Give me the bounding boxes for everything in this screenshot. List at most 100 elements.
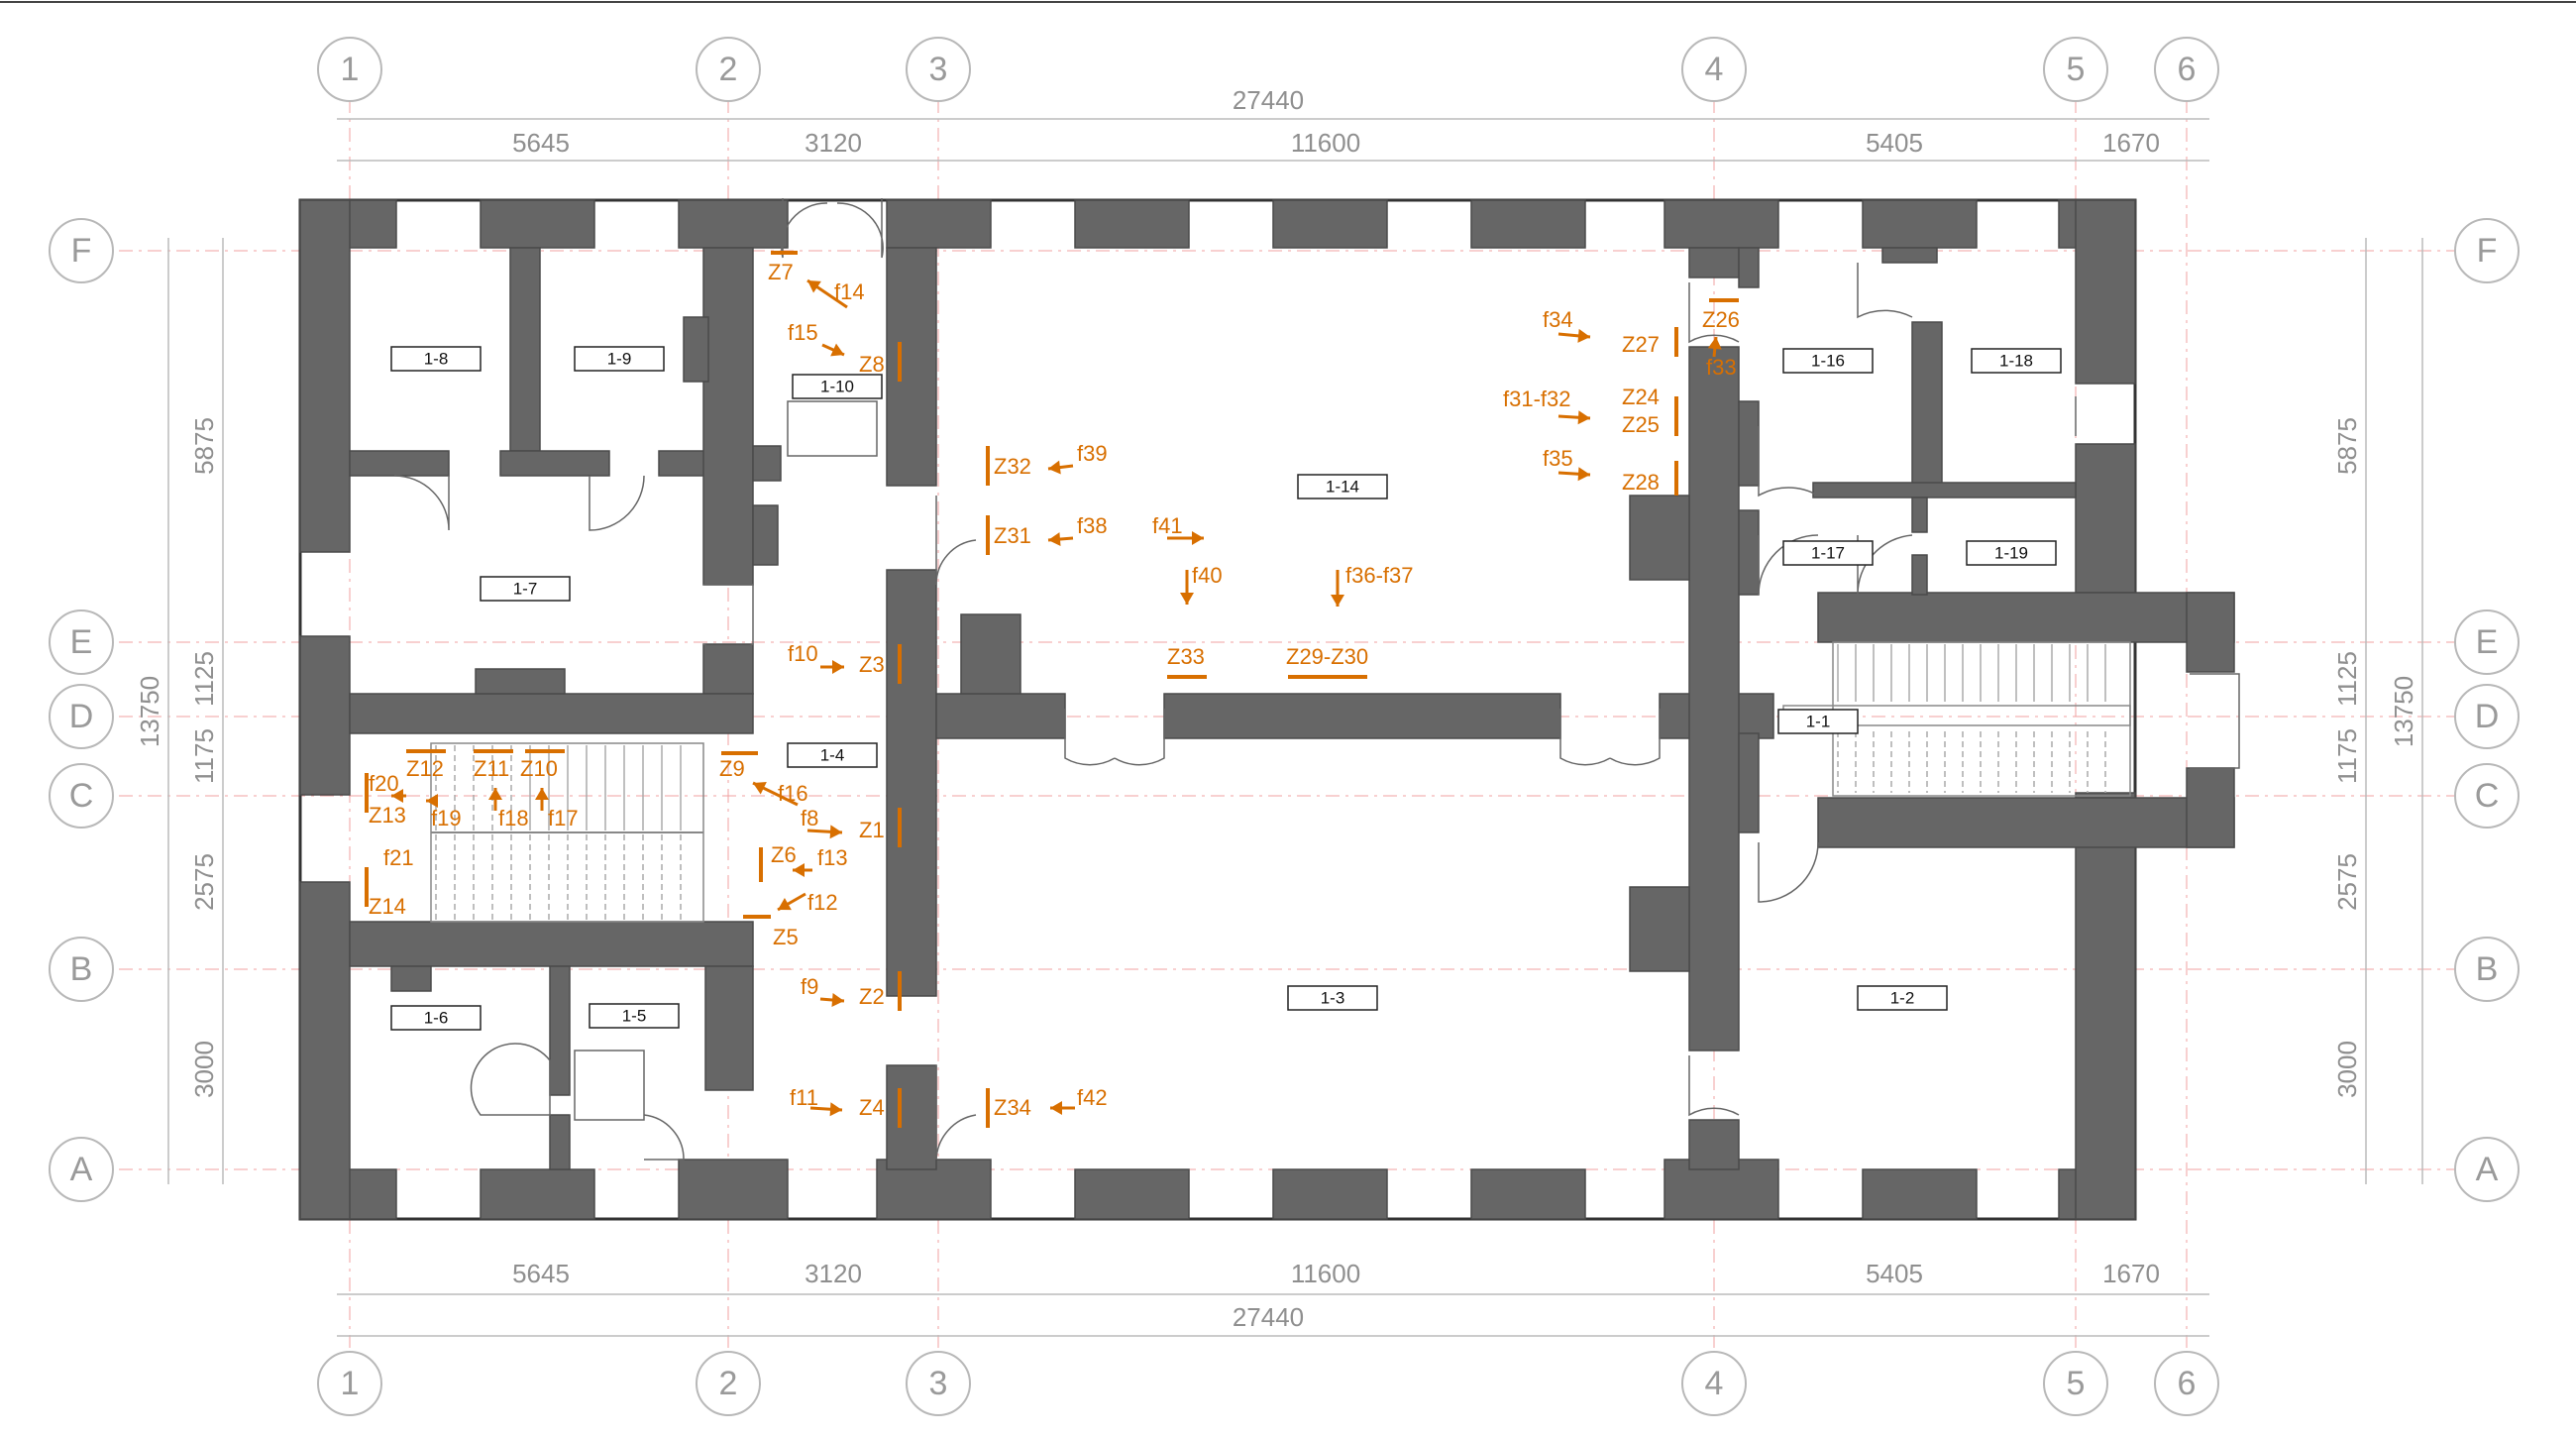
stair-left — [430, 742, 704, 923]
column-3-bubble-bottom: 3 — [906, 1351, 971, 1416]
svg-text:6: 6 — [2178, 51, 2197, 88]
marker-f41: f41 — [1152, 513, 1183, 538]
row-C-bubble: C — [49, 763, 114, 829]
room-1-8-label: 1-8 — [390, 346, 482, 372]
svg-text:1-7: 1-7 — [513, 580, 538, 599]
room-1-5-label: 1-5 — [589, 1003, 680, 1029]
marker-Z1: Z1 — [859, 818, 885, 842]
room-1-19-label: 1-19 — [1966, 540, 2057, 566]
room-labels: 1-8 1-9 1-10 1-7 1-4 1-6 1-5 1-14 1-3 1-… — [390, 346, 2062, 1031]
marker-f8: f8 — [801, 806, 818, 830]
marker-Z3: Z3 — [859, 652, 885, 677]
total-width-dim: 27440 — [1233, 85, 1304, 115]
svg-text:1-16: 1-16 — [1811, 352, 1845, 371]
arrow-head — [1048, 460, 1061, 475]
dim-B-A-right: 3000 — [2332, 1041, 2362, 1098]
svg-text:1-10: 1-10 — [820, 378, 854, 396]
row-C-bubble-right: C — [2454, 763, 2520, 829]
marker-f9: f9 — [801, 974, 818, 999]
svg-text:1: 1 — [341, 1365, 360, 1402]
dim-3-4: 11600 — [1291, 128, 1360, 158]
room-1-7-label: 1-7 — [480, 576, 571, 602]
svg-text:1-2: 1-2 — [1890, 989, 1915, 1008]
svg-text:E: E — [70, 623, 93, 661]
svg-text:1-14: 1-14 — [1326, 478, 1359, 497]
row-bubbles-left: F E D C B A — [49, 218, 114, 1202]
svg-text:F: F — [71, 232, 92, 270]
arrow-head — [1192, 531, 1204, 545]
marker-f34: f34 — [1543, 307, 1573, 332]
room-1-16-label: 1-16 — [1782, 348, 1874, 374]
marker-Z26: Z26 — [1702, 307, 1740, 332]
marker-Z8: Z8 — [859, 352, 885, 377]
row-E-bubble-right: E — [2454, 609, 2520, 675]
svg-text:B: B — [70, 950, 93, 988]
marker-f12: f12 — [807, 890, 838, 915]
total-height-dim: 13750 — [135, 676, 164, 747]
arrow-head — [1577, 410, 1590, 425]
column-5-bubble-bottom: 5 — [2043, 1351, 2108, 1416]
svg-text:1-8: 1-8 — [424, 350, 449, 369]
marker-Z24: Z24 — [1622, 385, 1660, 409]
svg-text:2: 2 — [719, 1365, 738, 1402]
svg-text:1: 1 — [341, 51, 360, 88]
marker-f38: f38 — [1077, 513, 1108, 538]
marker-Z28: Z28 — [1622, 470, 1660, 495]
svg-text:D: D — [69, 698, 94, 735]
arrow-head — [793, 863, 805, 877]
marker-Z12: Z12 — [406, 756, 444, 781]
marker-Z4: Z4 — [859, 1095, 885, 1120]
row-E-bubble: E — [49, 609, 114, 675]
row-F-bubble-right: F — [2454, 218, 2520, 283]
svg-text:1-18: 1-18 — [1999, 352, 2033, 371]
arrow-head — [831, 993, 844, 1007]
marker-f11: f11 — [790, 1085, 818, 1110]
room-1-6-label: 1-6 — [390, 1005, 482, 1031]
room-1-3-label: 1-3 — [1287, 985, 1378, 1011]
total-height-dim-right: 13750 — [2389, 676, 2418, 747]
dim-4-5: 5405 — [1866, 128, 1923, 158]
marker-f10: f10 — [788, 641, 818, 666]
total-width-dim-bottom: 27440 — [1233, 1302, 1304, 1332]
photo-arrows — [391, 278, 1722, 1117]
dim-E-D-right: 1125 — [2332, 651, 2362, 707]
svg-text:1-17: 1-17 — [1811, 544, 1845, 563]
dim-3-4-bottom: 11600 — [1291, 1259, 1360, 1288]
svg-text:D: D — [2475, 698, 2500, 735]
svg-text:1-5: 1-5 — [622, 1007, 647, 1026]
row-D-bubble: D — [49, 684, 114, 749]
arrow-head — [1331, 595, 1344, 607]
dim-2-3: 3120 — [805, 128, 862, 158]
dim-F-E-right: 5875 — [2332, 417, 2362, 475]
dim-5-6: 1670 — [2102, 128, 2160, 158]
arrow-head — [830, 343, 844, 357]
marker-Z13: Z13 — [369, 803, 406, 828]
svg-text:5: 5 — [2067, 51, 2086, 88]
marker-Z34: Z34 — [994, 1095, 1031, 1120]
arrow-head — [778, 897, 792, 911]
marker-f40: f40 — [1192, 563, 1223, 588]
room-1-18-label: 1-18 — [1971, 348, 2062, 374]
arrow-head — [1707, 337, 1722, 350]
annotations: f14 f15 f39 f38 f41 f40 f36-f37 f34 f31-… — [369, 260, 1740, 1120]
room-1-10-label: 1-10 — [792, 374, 883, 399]
marker-Z25: Z25 — [1622, 412, 1660, 437]
row-A-bubble: A — [49, 1137, 114, 1202]
marker-f17: f17 — [548, 806, 579, 830]
arrow-head — [1577, 328, 1590, 343]
marker-f31-f32: f31-f32 — [1503, 387, 1571, 411]
dim-C-B-right: 2575 — [2332, 853, 2362, 911]
svg-text:E: E — [2476, 623, 2499, 661]
column-4-bubble-bottom: 4 — [1681, 1351, 1747, 1416]
svg-text:1-9: 1-9 — [607, 350, 632, 369]
marker-Z6: Z6 — [771, 842, 797, 867]
dim-5-6-bottom: 1670 — [2102, 1259, 2160, 1288]
room-1-14-label: 1-14 — [1297, 474, 1388, 499]
arrow-head — [1180, 593, 1194, 605]
marker-f35: f35 — [1543, 446, 1573, 471]
arrow-head — [807, 280, 821, 293]
arrow-head — [829, 1102, 842, 1117]
marker-Z10: Z10 — [520, 756, 558, 781]
svg-text:6: 6 — [2178, 1365, 2197, 1402]
